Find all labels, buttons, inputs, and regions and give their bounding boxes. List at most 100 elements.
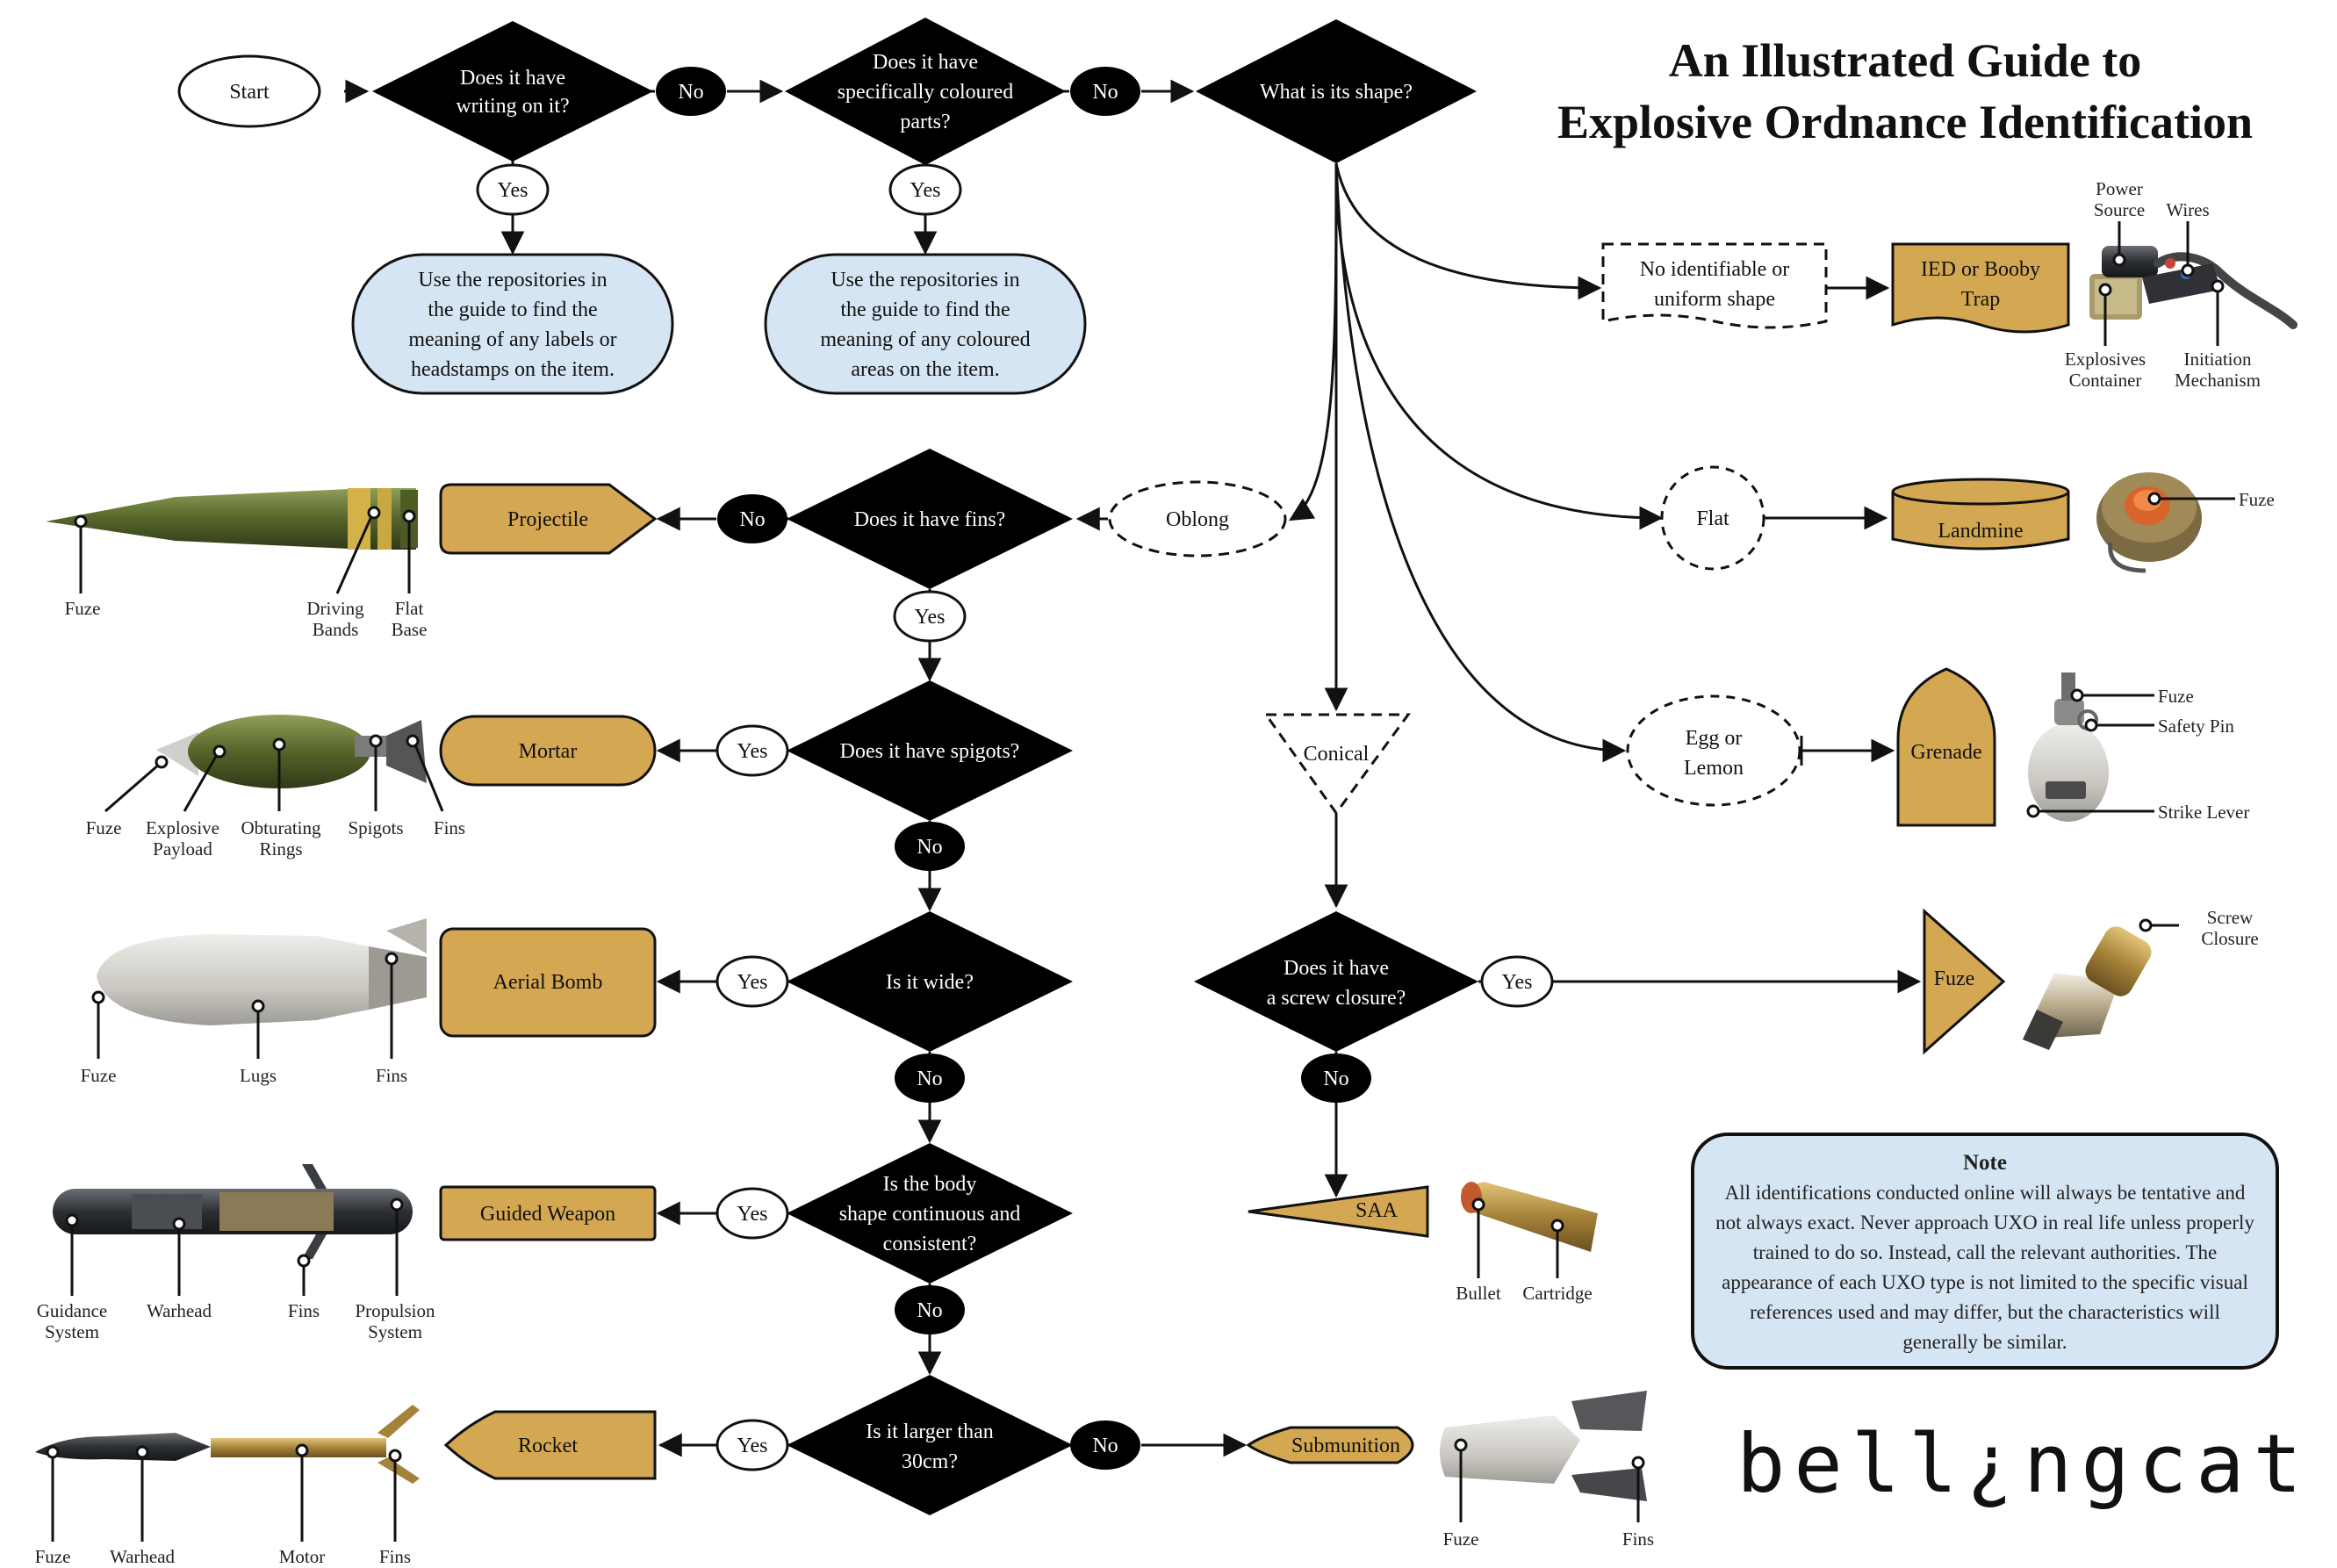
- svg-text:Submunition: Submunition: [1291, 1435, 1400, 1457]
- svg-text:Grenade: Grenade: [1910, 741, 1981, 764]
- svg-text:Yes: Yes: [737, 971, 768, 994]
- answer-no: No: [717, 494, 787, 543]
- answer-no: No: [1070, 67, 1140, 116]
- type-guided-weapon: Guided Weapon: [439, 1185, 657, 1241]
- svg-text:Fuze: Fuze: [2158, 686, 2194, 707]
- svg-text:Strike Lever: Strike Lever: [2158, 802, 2249, 823]
- svg-text:Yes: Yes: [737, 740, 768, 763]
- start-node: Start: [177, 54, 321, 128]
- svg-text:Conical: Conical: [1304, 743, 1370, 766]
- type-landmine: Landmine: [1891, 478, 2070, 550]
- decision-spigots: Does it have spigots?: [787, 680, 1073, 821]
- type-submunition: Submunition: [1246, 1426, 1414, 1464]
- svg-text:Fuze: Fuze: [86, 817, 122, 838]
- type-grenade: Grenade: [1896, 667, 1996, 827]
- svg-text:Flat: Flat: [1696, 507, 1729, 530]
- answer-yes: Yes: [715, 724, 789, 777]
- svg-text:Is it wide?: Is it wide?: [886, 971, 974, 994]
- svg-text:No: No: [678, 81, 703, 104]
- landmine-illustration: Fuze: [2096, 472, 2275, 573]
- svg-text:No: No: [1323, 1068, 1348, 1090]
- svg-text:Aerial Bomb: Aerial Bomb: [493, 971, 603, 994]
- answer-no: No: [895, 1285, 965, 1334]
- svg-text:Does it have fins?: Does it have fins?: [854, 508, 1006, 531]
- svg-text:Fuze: Fuze: [65, 598, 101, 619]
- rocket-callouts: Fuze Warhead Motor Fins: [35, 1443, 411, 1567]
- svg-text:Start: Start: [229, 81, 270, 104]
- svg-text:Fuze: Fuze: [2239, 489, 2275, 510]
- decision-fins: Does it have fins?: [787, 449, 1073, 589]
- svg-text:No: No: [917, 1299, 942, 1322]
- svg-text:Landmine: Landmine: [1938, 520, 2023, 543]
- submunition-illustration: Fuze Fins: [1440, 1391, 1654, 1550]
- answer-yes: Yes: [476, 163, 550, 216]
- shape-oblong: Oblong: [1108, 480, 1287, 557]
- svg-text:Fins: Fins: [376, 1065, 407, 1086]
- answer-yes: Yes: [893, 590, 967, 643]
- grenade-callouts: Fuze Safety Pin Strike Lever: [2026, 686, 2249, 823]
- answer-no: No: [1070, 1421, 1140, 1470]
- decision-shape: What is its shape?: [1196, 19, 1477, 163]
- title-line-1: An Illustrated Guide to: [1668, 34, 2142, 87]
- type-mortar: Mortar: [439, 715, 657, 787]
- bellingcat-logo: bell¿ngcat: [1737, 1417, 2311, 1511]
- svg-text:No: No: [1092, 1435, 1118, 1457]
- guided-weapon-illustration: [53, 1164, 413, 1259]
- svg-text:Wires: Wires: [2166, 199, 2209, 220]
- note-body: All identifications conducted online wil…: [1715, 1182, 2254, 1353]
- svg-text:Yes: Yes: [1502, 971, 1533, 994]
- svg-text:Fins: Fins: [288, 1300, 320, 1321]
- rocket-illustration: [35, 1405, 420, 1484]
- type-fuze: Fuze: [1923, 908, 2006, 1055]
- svg-text:Projectile: Projectile: [507, 508, 588, 531]
- svg-text:No: No: [917, 836, 942, 859]
- svg-text:Safety Pin: Safety Pin: [2158, 716, 2234, 737]
- svg-text:Warhead: Warhead: [110, 1546, 176, 1567]
- svg-text:What is its shape?: What is its shape?: [1260, 81, 1413, 104]
- svg-text:Yes: Yes: [737, 1435, 768, 1457]
- svg-text:SAA: SAA: [1355, 1199, 1399, 1222]
- mortar-illustration: [156, 715, 427, 788]
- svg-text:Mortar: Mortar: [519, 740, 578, 763]
- svg-text:Cartridge: Cartridge: [1522, 1283, 1592, 1304]
- answer-no: No: [895, 1054, 965, 1103]
- svg-text:Fuze: Fuze: [81, 1065, 117, 1086]
- note-box: Note All identifications conducted onlin…: [1691, 1133, 2279, 1370]
- saa-illustration: Bullet Cartridge: [1456, 1182, 1598, 1304]
- answer-no: No: [895, 822, 965, 871]
- answer-yes: Yes: [715, 1187, 789, 1240]
- svg-text:Fuze: Fuze: [1934, 967, 1975, 990]
- type-projectile: Projectile: [439, 483, 658, 555]
- svg-text:Oblong: Oblong: [1166, 508, 1229, 531]
- svg-text:Lugs: Lugs: [240, 1065, 277, 1086]
